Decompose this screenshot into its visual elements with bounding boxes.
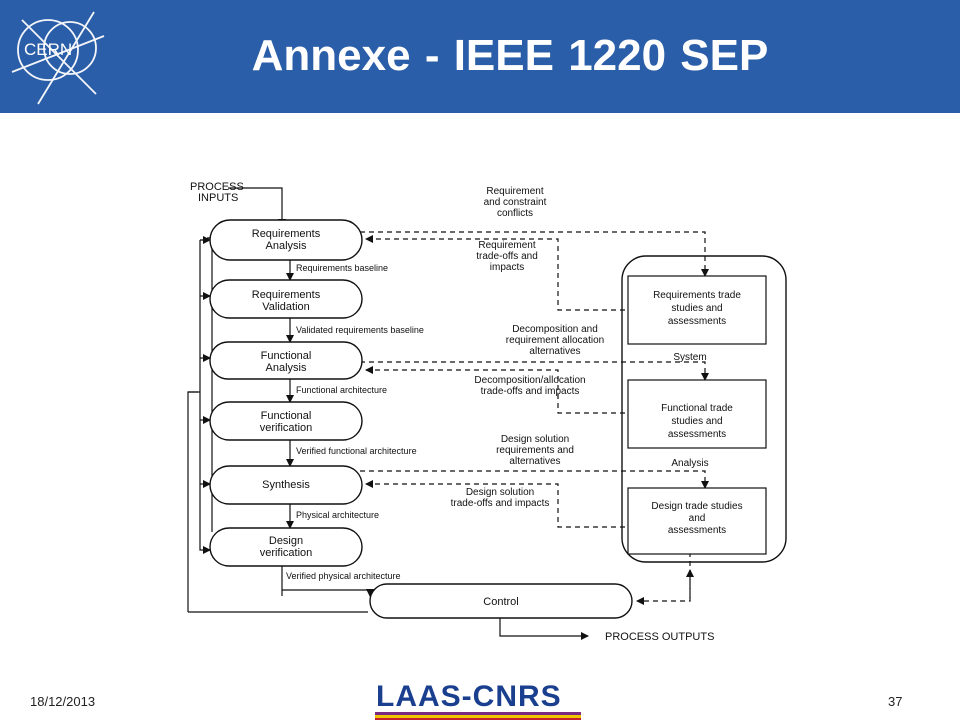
requirements-baseline-label: Requirements baseline — [296, 263, 388, 273]
functional-verification-label-2: verification — [260, 422, 313, 434]
laas-cnrs-logo-text: LAAS-CNRS — [376, 680, 562, 713]
requirement-tradeoffs-label-1: Requirement — [478, 240, 535, 251]
design-solution-label-1: Design solution — [501, 434, 569, 445]
design-trade-label-1: Design trade studies — [651, 501, 742, 512]
slide-title: Annexe - IEEE 1220 SEP — [251, 31, 769, 80]
design-verification-node — [209, 527, 363, 567]
process-inputs-label-1: PROCESS — [190, 181, 244, 193]
functional-analysis-node — [209, 341, 363, 380]
control-node — [369, 583, 633, 619]
constraint-conflicts-label-2: and constraint — [484, 197, 547, 208]
functional-trade-label-3: assessments — [668, 429, 726, 440]
synthesis-label: Synthesis — [262, 479, 310, 491]
laas-cnrs-logo: LAAS-CNRS — [375, 680, 581, 720]
design-tradeoffs-label-1: Design solution — [466, 487, 534, 498]
design-trade-label-3: assessments — [668, 525, 726, 536]
functional-verification-label-1: Functional — [261, 410, 312, 422]
design-verification-label-2: verification — [260, 547, 313, 559]
functional-trade-studies-box — [627, 379, 767, 449]
requirement-tradeoffs-label-2: trade-offs and — [476, 251, 538, 262]
requirement-tradeoffs-label-3: impacts — [490, 262, 524, 273]
verified-physical-architecture-label: Verified physical architecture — [286, 571, 401, 581]
requirements-trade-studies-box — [627, 275, 767, 345]
functional-architecture-label: Functional architecture — [296, 385, 387, 395]
functional-analysis-label-2: Analysis — [266, 362, 307, 374]
requirements-validation-label-1: Requirements — [252, 289, 321, 301]
requirements-trade-label-1: Requirements trade — [653, 290, 741, 301]
decomposition-label-1: Decomposition and — [512, 324, 598, 335]
decomposition-tradeoffs-label-2: trade-offs and impacts — [481, 386, 580, 397]
functional-verification-node — [209, 401, 363, 441]
process-outputs-label: PROCESS OUTPUTS — [605, 631, 714, 643]
system-stage-label: System — [673, 352, 706, 363]
ieee-1220-process-diagram: PROCESS INPUTS PROCESS OUTPUTS Requireme… — [187, 181, 787, 643]
cern-logo-text: CERN — [24, 40, 72, 59]
requirements-validation-label-2: Validation — [262, 301, 310, 313]
requirements-analysis-label-1: Requirements — [252, 228, 321, 240]
footer-date: 18/12/2013 — [30, 694, 96, 709]
trade-studies-container — [621, 255, 787, 563]
decomposition-tradeoffs-label-1: Decomposition/allocation — [474, 375, 585, 386]
design-solution-label-3: alternatives — [509, 456, 560, 467]
page-number: 37 — [888, 694, 903, 709]
requirements-trade-label-2: studies and — [671, 303, 722, 314]
validated-requirements-baseline-label: Validated requirements baseline — [296, 325, 424, 335]
constraint-conflicts-label-1: Requirement — [486, 186, 543, 197]
design-verification-label-1: Design — [269, 535, 303, 547]
functional-analysis-label-1: Functional — [261, 350, 312, 362]
decomposition-label-3: alternatives — [529, 346, 580, 357]
decomposition-label-2: requirement allocation — [506, 335, 604, 346]
design-trade-studies-box — [627, 487, 767, 555]
process-inputs-label-2: INPUTS — [198, 192, 238, 204]
analysis-stage-label: Analysis — [671, 458, 708, 469]
verified-functional-architecture-label: Verified functional architecture — [296, 446, 417, 456]
constraint-conflicts-label-3: conflicts — [497, 208, 533, 219]
cern-logo: CERN — [11, 11, 105, 105]
requirements-analysis-node — [209, 219, 363, 261]
control-label: Control — [483, 596, 518, 608]
functional-trade-label-1: Functional trade — [661, 403, 733, 414]
design-trade-label-2: and — [689, 513, 706, 524]
requirements-analysis-label-2: Analysis — [266, 240, 307, 252]
functional-trade-label-2: studies and — [671, 416, 722, 427]
design-tradeoffs-label-2: trade-offs and impacts — [451, 498, 550, 509]
requirements-trade-label-3: assessments — [668, 316, 726, 327]
synthesis-node — [209, 465, 363, 505]
requirements-validation-node — [209, 279, 363, 319]
design-solution-label-2: requirements and — [496, 445, 574, 456]
header-bar: CERN Annexe - IEEE 1220 SEP — [0, 0, 960, 113]
physical-architecture-label: Physical architecture — [296, 510, 379, 520]
